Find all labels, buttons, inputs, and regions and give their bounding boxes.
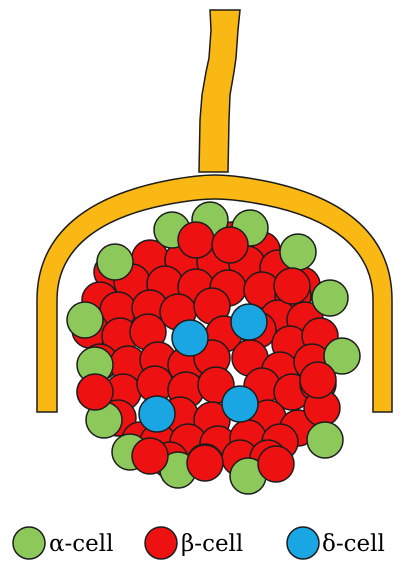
delta-cell (172, 320, 208, 356)
alpha-cell (97, 244, 133, 280)
beta-cell (132, 438, 168, 474)
beta-cell (187, 445, 223, 481)
duct-stem (199, 10, 240, 172)
beta-cell (258, 446, 294, 482)
legend-alpha-swatch (13, 527, 45, 559)
beta-cell (274, 268, 310, 304)
beta-cell (178, 222, 214, 258)
alpha-cell (307, 422, 343, 458)
legend-delta-swatch (287, 527, 319, 559)
delta-cell (231, 304, 267, 340)
alpha-cell (312, 280, 348, 316)
islet-cell-cluster (67, 202, 360, 494)
delta-cell (222, 386, 258, 422)
alpha-cell (67, 302, 103, 338)
legend: α-cell β-cell δ-cell (13, 527, 385, 559)
beta-cell (300, 362, 336, 398)
delta-cell (139, 396, 175, 432)
legend-delta-label: δ-cell (322, 531, 385, 557)
legend-alpha-label: α-cell (49, 531, 114, 557)
legend-beta-label: β-cell (181, 531, 243, 557)
alpha-cell (280, 234, 316, 270)
beta-cell (212, 227, 248, 263)
legend-beta-swatch (145, 527, 177, 559)
beta-cell (77, 374, 113, 410)
